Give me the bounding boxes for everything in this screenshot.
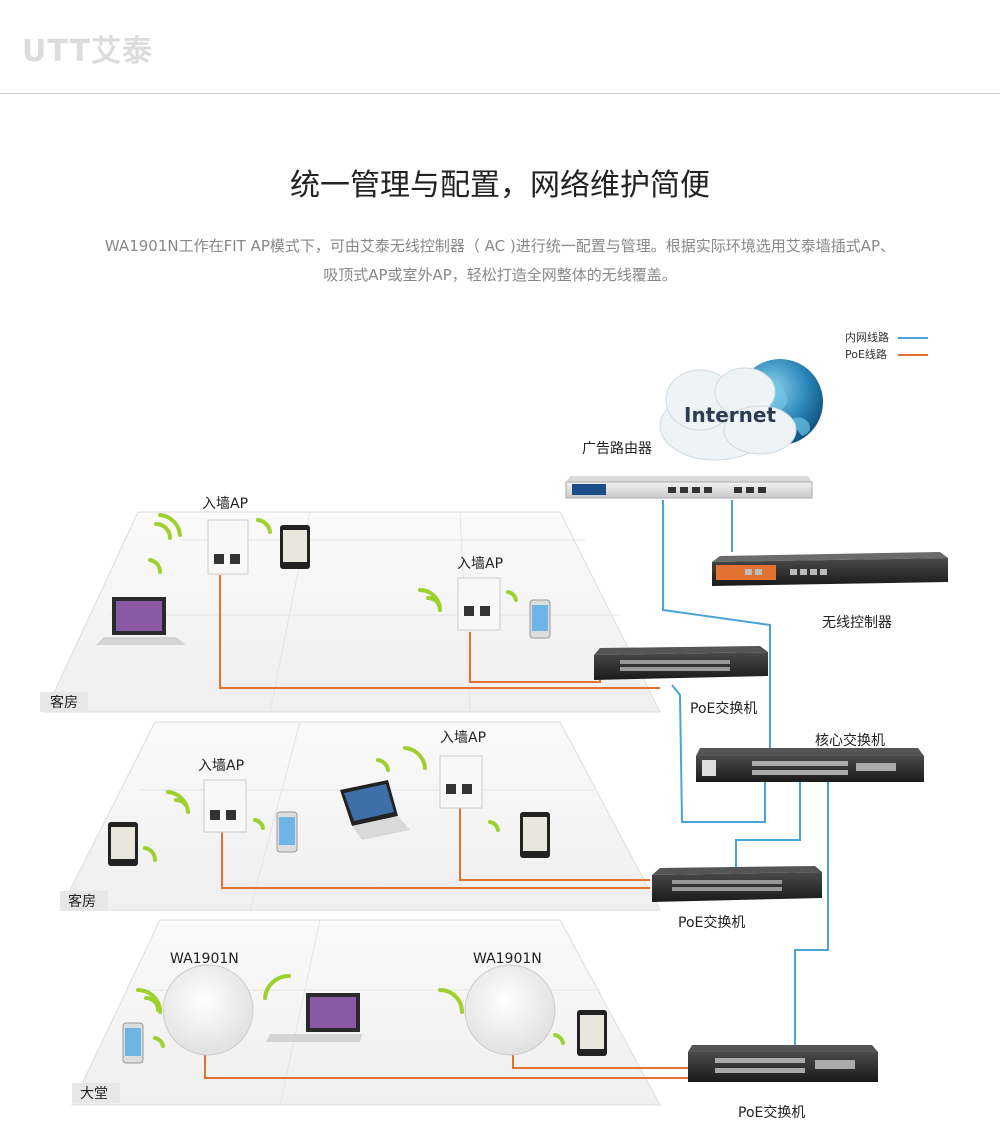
legend-poe-label: PoE线路 — [845, 347, 887, 361]
ap-f1-a-label: 入墙AP — [202, 496, 248, 512]
poe-switch-3-device — [688, 1045, 878, 1082]
wall-ap-f2-a — [203, 779, 247, 833]
brand-logo: UTT艾泰 — [22, 34, 153, 69]
core-switch-label: 核心交换机 — [815, 732, 885, 749]
floor-1 — [44, 511, 661, 713]
wall-ap-f1-a — [207, 519, 249, 575]
router-device — [565, 476, 813, 499]
client-devices — [96, 525, 607, 1064]
ap-f3-b-label: WA1901N — [473, 951, 542, 967]
controller-label: 无线控制器 — [822, 615, 892, 631]
poe-switch-1-label: PoE交换机 — [690, 700, 757, 717]
wall-ap-f2-b — [439, 755, 483, 809]
ap-f2-b-label: 入墙AP — [440, 730, 486, 746]
ap-f1-b-label: 入墙AP — [457, 556, 503, 572]
wifi-signals — [136, 513, 565, 1048]
description-line-2: 吸顶式AP或室外AP，轻松打造全网整体的无线覆盖。 — [323, 266, 677, 284]
room-tag-2: 客房 — [60, 891, 108, 911]
legend: 内网线路 PoE线路 — [845, 330, 928, 361]
ceiling-ap-f3-a — [162, 964, 254, 1056]
ceiling-ap-f3-b — [464, 964, 556, 1056]
room-tag-3: 大堂 — [72, 1083, 120, 1103]
ap-f2-a-label: 入墙AP — [198, 758, 244, 774]
description: WA1901N工作在FIT AP模式下，可由艾泰无线控制器（ AC )进行统一配… — [60, 232, 940, 290]
internet-cloud: Internet — [659, 359, 823, 461]
lan-lines — [662, 500, 829, 1045]
internet-label: Internet — [684, 403, 776, 427]
room-tag-1: 客房 — [40, 692, 88, 712]
description-line-1: WA1901N工作在FIT AP模式下，可由艾泰无线控制器（ AC )进行统一配… — [104, 237, 896, 255]
poe-switch-2-label: PoE交换机 — [678, 914, 745, 931]
wall-ap-f1-b — [457, 577, 501, 631]
header-bar: UTT艾泰 — [0, 0, 1000, 94]
poe-lines — [204, 575, 691, 1079]
room-label-3: 大堂 — [80, 1086, 108, 1102]
controller-device — [712, 552, 948, 586]
core-switch-device — [696, 748, 924, 782]
router-label: 广告路由器 — [582, 441, 652, 457]
room-label-2: 客房 — [68, 893, 96, 910]
poe-switch-1-device — [594, 646, 768, 680]
legend-lan-label: 内网线路 — [845, 330, 889, 344]
poe-switch-2-device — [652, 866, 822, 902]
room-label-1: 客房 — [50, 694, 78, 711]
ap-f3-a-label: WA1901N — [170, 951, 239, 967]
poe-switch-3-label: PoE交换机 — [738, 1104, 805, 1121]
page-title: 统一管理与配置，网络维护简便 — [290, 168, 710, 203]
